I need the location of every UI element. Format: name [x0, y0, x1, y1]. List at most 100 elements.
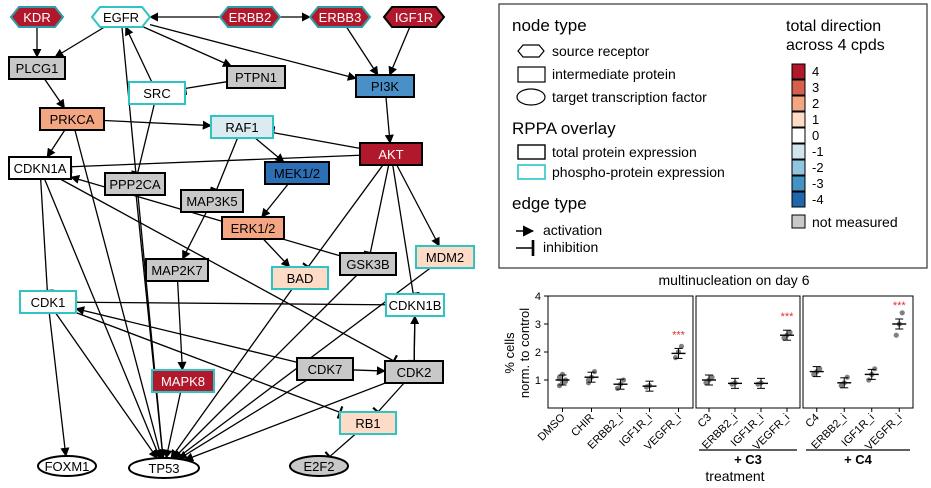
node-label: ERBB2: [229, 10, 272, 25]
edge-akt-cdkn1b: [392, 164, 420, 297]
node-shape: [415, 245, 475, 269]
node-erbb2[interactable]: ERBB2: [218, 6, 282, 28]
node-gsk3b[interactable]: GSK3B: [339, 252, 397, 276]
not-measured-swatch: [791, 214, 806, 229]
node-shape: [221, 216, 285, 240]
edge-cdk2-rb1: [372, 382, 405, 418]
node-mapk8[interactable]: MAPK8: [151, 369, 215, 393]
legend-direction-title: total direction: [786, 18, 881, 35]
legend-not-measured-label: not measured: [812, 214, 898, 230]
node-label: CDKN1B: [389, 298, 442, 313]
node-label: ERK1/2: [231, 221, 276, 236]
node-label: MAP2K7: [151, 263, 202, 278]
source-receptor-shape-icon: [517, 44, 545, 58]
node-raf1[interactable]: RAF1: [210, 115, 274, 139]
node-shape: [128, 457, 200, 479]
edge-plcg1-prkca: [44, 78, 65, 109]
node-erk12[interactable]: ERK1/2: [221, 216, 285, 240]
legend-target-tf-label: target transcription factor: [552, 89, 707, 105]
multinucleation-chart: multinucleation on day 6 % cells norm. t…: [502, 272, 914, 484]
node-label: PTPN1: [235, 70, 277, 85]
node-foxm1[interactable]: FOXM1: [37, 455, 97, 477]
data-point: [709, 374, 715, 380]
edge-akt-mdm2: [396, 164, 440, 247]
scale-label: -3: [812, 176, 824, 191]
node-label: PI3K: [371, 79, 400, 94]
node-shape: [226, 65, 286, 89]
node-label: E2F2: [303, 459, 334, 474]
legend-intermediate-protein-label: intermediate protein: [552, 66, 676, 82]
scale-label: -2: [812, 160, 824, 175]
scale-swatch: [791, 159, 806, 176]
node-shape: [128, 81, 186, 105]
scale-swatch: [791, 191, 806, 208]
node-label: ERBB3: [319, 10, 362, 25]
chart-title: multinucleation on day 6: [659, 272, 810, 288]
node-shape: [145, 258, 209, 282]
data-point: [817, 366, 823, 372]
scale-label: 3: [812, 80, 819, 95]
data-point: [672, 355, 679, 361]
edge-src-egfr: [125, 26, 153, 83]
edge-mapk8-tp53: [163, 391, 182, 459]
node-prkca[interactable]: PRKCA: [39, 107, 105, 131]
node-e2f2[interactable]: E2F2: [289, 455, 349, 477]
node-egfr[interactable]: EGFR: [90, 6, 152, 28]
node-ppp2ca[interactable]: PPP2CA: [104, 172, 166, 196]
edge-prkca-tp53: [74, 129, 164, 459]
node-cdkn1a[interactable]: CDKN1A: [8, 156, 72, 180]
node-erbb3[interactable]: ERBB3: [308, 6, 372, 28]
legend-total-protein-label: total protein expression: [552, 144, 697, 160]
node-kdr[interactable]: KDR: [9, 6, 65, 28]
x-tick-label: C3: [696, 412, 714, 430]
node-igf1r[interactable]: IGF1R: [382, 6, 446, 28]
scale-label: 4: [812, 64, 819, 79]
edge-akt-gsk3b: [363, 164, 390, 256]
node-label: TP53: [148, 461, 179, 476]
node-akt[interactable]: AKT: [359, 142, 423, 166]
node-shape: [384, 360, 444, 384]
edge-cdkn1b-cdk1: [74, 295, 387, 309]
node-src[interactable]: SRC: [128, 81, 186, 105]
node-map3k5[interactable]: MAP3K5: [180, 189, 244, 213]
node-plcg1[interactable]: PLCG1: [8, 56, 66, 80]
phospho-protein-swatch: [517, 164, 546, 180]
node-mdm2[interactable]: MDM2: [415, 245, 475, 269]
scale-swatch: [791, 127, 806, 144]
data-point: [585, 377, 592, 383]
node-label: SRC: [143, 86, 170, 101]
node-pi3k[interactable]: PI3K: [355, 74, 415, 98]
scale-swatch: [791, 111, 806, 128]
chart-panel-frame: [802, 295, 914, 409]
node-bad[interactable]: BAD: [271, 266, 329, 290]
total-protein-swatch: [517, 144, 546, 160]
data-point: [844, 374, 850, 380]
edge-cdkn1a-cdk1: [40, 178, 54, 293]
node-tp53[interactable]: TP53: [128, 457, 200, 479]
node-cdk7[interactable]: CDK7: [296, 357, 354, 381]
node-label: PLCG1: [16, 61, 59, 76]
node-ptpn1[interactable]: PTPN1: [226, 65, 286, 89]
data-point: [678, 343, 685, 349]
legend-box: [498, 3, 928, 269]
edge-raf1-map3k5: [210, 137, 239, 194]
node-cdk1[interactable]: CDK1: [19, 290, 77, 314]
edge-cdk7-cdk1: [75, 306, 298, 363]
node-cdk2[interactable]: CDK2: [384, 360, 444, 384]
chart-xlabel: treatment: [705, 468, 764, 484]
data-point: [787, 329, 793, 335]
edge-igf1r-pi3k: [388, 26, 411, 76]
node-mek12[interactable]: MEK1/2: [264, 161, 330, 185]
node-map2k7[interactable]: MAP2K7: [145, 258, 209, 282]
node-shape: [339, 252, 397, 276]
node-shape: [37, 455, 97, 477]
node-shape: [218, 6, 282, 28]
node-cdkn1b[interactable]: CDKN1B: [385, 293, 445, 317]
node-label: RAF1: [225, 120, 258, 135]
edge-prkca-raf1: [103, 119, 212, 130]
edge-prkca-cdkn1a: [46, 129, 66, 158]
x-tick-label: DMSO: [536, 411, 568, 443]
node-rb1[interactable]: RB1: [339, 411, 397, 435]
